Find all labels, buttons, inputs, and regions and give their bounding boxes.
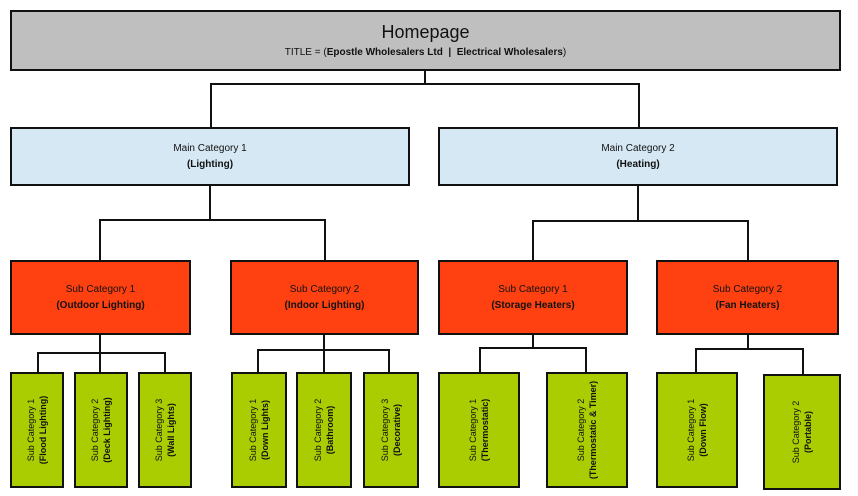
main-category-lighting: Main Category 1 (Lighting) <box>10 127 410 186</box>
main-category-label: Main Category 2 <box>601 142 675 154</box>
main-category-name: (Heating) <box>616 158 660 170</box>
leaf-label: Sub Category 2 <box>576 398 586 462</box>
sub-category-name: (Outdoor Lighting) <box>56 299 145 311</box>
connector-sub2-leaves <box>257 335 325 372</box>
leaf-label: Sub Category 3 <box>154 398 164 462</box>
leaf-decorative: Sub Category 3(Decorative) <box>363 372 419 488</box>
leaf-flood-lighting: Sub Category 1(Flood Lighting) <box>10 372 64 488</box>
leaf-name: (Decorative) <box>392 403 402 457</box>
leaf-name: (Deck Lighting) <box>102 397 112 463</box>
connector-sub4-leaves <box>695 335 749 372</box>
connector-sub1-leaf2 <box>100 352 166 372</box>
leaf-deck-lighting: Sub Category 2(Deck Lighting) <box>74 372 128 488</box>
sub-category-storage-heaters: Sub Category 1 (Storage Heaters) <box>438 260 628 335</box>
leaf-portable: Sub Category 2(Portable) <box>763 374 841 490</box>
homepage-node: Homepage TITLE = (Epostle Wholesalers Lt… <box>10 10 841 71</box>
sub-category-label: Sub Category 1 <box>498 283 568 295</box>
sub-category-outdoor-lighting: Sub Category 1 (Outdoor Lighting) <box>10 260 191 335</box>
connector-sub4-leaf2 <box>748 348 804 374</box>
leaf-down-lights: Sub Category 1(Down Lights) <box>231 372 287 488</box>
leaf-label: Sub Category 1 <box>248 398 258 462</box>
connector-sub2-leaf3 <box>324 349 390 372</box>
connector-home-main <box>210 71 426 127</box>
homepage-title: Homepage <box>381 22 470 42</box>
leaf-name: (Portable) <box>803 410 813 454</box>
homepage-subtitle-prefix: TITLE = ( <box>284 47 327 58</box>
homepage-subtitle: TITLE = (Epostle Wholesalers Ltd | Elect… <box>285 46 567 60</box>
leaf-thermostatic: Sub Category 1(Thermostatic) <box>438 372 520 488</box>
leaf-label: Sub Category 2 <box>90 398 100 462</box>
leaf-name: (Thermostatic & Timer) <box>588 380 598 480</box>
connector-main2-sub2 <box>638 220 749 260</box>
leaf-name: (Down Flow) <box>698 403 708 457</box>
connector-sub3-leaf2 <box>533 347 587 372</box>
connector-main1-sub2 <box>210 219 326 260</box>
main-category-label: Main Category 1 <box>173 142 247 154</box>
connector-main2-subs <box>532 186 639 260</box>
leaf-label: Sub Category 2 <box>313 398 323 462</box>
main-category-name: (Lighting) <box>186 158 234 170</box>
sub-category-label: Sub Category 2 <box>712 283 783 295</box>
sub-category-name: (Indoor Lighting) <box>284 299 365 311</box>
leaf-name: (Flood Lighting) <box>38 395 48 465</box>
leaf-wall-lights: Sub Category 3(Wall Lights) <box>138 372 192 488</box>
leaf-label: Sub Category 1 <box>468 398 478 462</box>
leaf-label: Sub Category 2 <box>791 400 801 464</box>
sub-category-indoor-lighting: Sub Category 2 (Indoor Lighting) <box>230 260 419 335</box>
leaf-bathroom: Sub Category 2(Bathroom) <box>296 372 352 488</box>
homepage-subtitle-bold: Epostle Wholesalers Ltd | Electrical Who… <box>326 47 563 58</box>
homepage-subtitle-suffix: ) <box>562 47 567 58</box>
sub-category-label: Sub Category 2 <box>289 283 360 295</box>
leaf-name: (Thermostatic) <box>480 398 490 462</box>
leaf-name: (Wall Lights) <box>166 403 176 457</box>
connector-home-main2 <box>425 83 640 127</box>
connector-sub1-leaves <box>37 335 101 372</box>
sub-category-label: Sub Category 1 <box>65 283 136 295</box>
main-category-heating: Main Category 2 (Heating) <box>438 127 838 186</box>
leaf-thermostatic-timer: Sub Category 2(Thermostatic & Timer) <box>546 372 628 488</box>
connector-sub3-leaves <box>479 335 534 372</box>
sub-category-fan-heaters: Sub Category 2 (Fan Heaters) <box>656 260 839 335</box>
leaf-name: (Bathroom) <box>325 405 335 455</box>
leaf-label: Sub Category 1 <box>686 398 696 462</box>
leaf-label: Sub Category 3 <box>380 398 390 462</box>
leaf-label: Sub Category 1 <box>26 398 36 462</box>
connector-main1-subs <box>99 186 211 260</box>
leaf-name: (Down Lights) <box>260 400 270 461</box>
sub-category-name: (Fan Heaters) <box>715 299 780 311</box>
leaf-down-flow: Sub Category 1(Down Flow) <box>656 372 738 488</box>
sub-category-name: (Storage Heaters) <box>491 299 575 311</box>
